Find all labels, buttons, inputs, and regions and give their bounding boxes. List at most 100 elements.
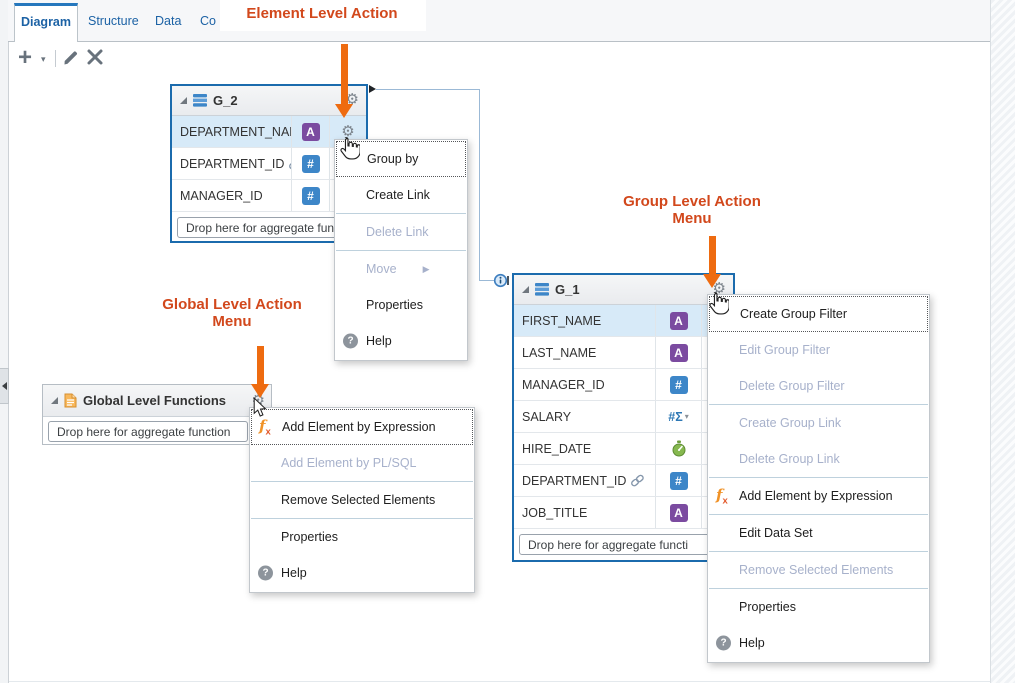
element-name: MANAGER_ID xyxy=(180,188,263,203)
group-level-action-menu-label: Group Level Action Menu xyxy=(600,193,784,227)
element-action-menu: Group by Create Link Delete Link Move ▶ … xyxy=(334,139,468,361)
submenu-arrow-icon: ▶ xyxy=(422,263,430,274)
action-cell xyxy=(701,465,733,496)
menu-item-label: Help xyxy=(366,334,392,348)
menu-item-properties[interactable]: Properties xyxy=(739,600,796,614)
document-icon xyxy=(64,393,77,408)
element-arrow xyxy=(341,44,348,105)
edit-pencil-icon[interactable] xyxy=(62,48,81,67)
global-functions-box[interactable]: Global Level Functions ⚙ Drop here for a… xyxy=(42,384,272,445)
element-level-action-label: Element Level Action xyxy=(246,5,398,22)
element-row-hire-date[interactable]: HIRE_DATE xyxy=(514,433,733,465)
text-type-icon: A xyxy=(669,311,688,330)
element-row-job-title[interactable]: JOB_TITLE A xyxy=(514,497,733,529)
menu-item-create-link[interactable]: Create Link xyxy=(366,188,430,202)
element-name: FIRST_NAME xyxy=(522,313,602,328)
g1-aggregate-dropzone[interactable]: Drop here for aggregate functi xyxy=(519,534,729,555)
g2-aggregate-dropzone[interactable]: Drop here for aggregate func xyxy=(177,217,362,238)
menu-item-move: Move ▶ xyxy=(336,251,466,287)
tab-diagram[interactable]: Diagram xyxy=(14,3,78,42)
number-type-icon: # xyxy=(301,154,320,173)
g1-header[interactable]: G_1 ⚙ xyxy=(514,275,733,305)
left-collapse-button[interactable] xyxy=(0,368,9,404)
element-name: HIRE_DATE xyxy=(522,441,592,456)
element-row-department-id[interactable]: DEPARTMENT_ID # xyxy=(514,465,733,497)
collapse-triangle-icon[interactable] xyxy=(51,397,58,404)
g2-header[interactable]: G_2 ⚙ xyxy=(172,86,366,116)
link-chain-icon xyxy=(631,474,645,487)
g2-header-gear-icon[interactable]: ⚙ xyxy=(345,91,359,108)
text-type-icon: A xyxy=(301,122,320,141)
element-name: JOB_TITLE xyxy=(522,505,588,520)
menu-item-help[interactable]: ? Help xyxy=(336,323,466,359)
menu-item-help[interactable]: ? Help xyxy=(709,625,928,661)
global-arrow xyxy=(257,346,264,385)
pointer-hand-cursor xyxy=(340,137,360,160)
global-header[interactable]: Global Level Functions ⚙ xyxy=(43,385,271,417)
link-info-icon[interactable] xyxy=(493,273,508,288)
element-name: LAST_NAME xyxy=(522,345,597,360)
label-line: Global Level Action xyxy=(162,296,302,313)
tab-data[interactable]: Data xyxy=(155,14,182,28)
element-row-last-name[interactable]: LAST_NAME A xyxy=(514,337,733,369)
delete-x-icon[interactable] xyxy=(86,48,104,66)
menu-item-label: Move xyxy=(366,262,397,276)
action-cell xyxy=(701,369,733,400)
menu-item-add-element-by-expression[interactable]: fx Add Element by Expression xyxy=(709,478,928,514)
element-name: DEPARTMENT_ID xyxy=(522,473,627,488)
collapse-triangle-icon[interactable] xyxy=(180,97,187,104)
menu-separator xyxy=(709,551,928,552)
menu-separator xyxy=(709,588,928,589)
menu-item-edit-data-set[interactable]: Edit Data Set xyxy=(739,526,813,540)
menu-item-group-by[interactable]: Group by xyxy=(336,141,466,177)
element-row-manager-id[interactable]: MANAGER_ID # xyxy=(514,369,733,401)
type-cell: # xyxy=(291,180,329,211)
aggregate-dropdown-caret-icon[interactable]: ▾ xyxy=(684,412,689,421)
label-line: Menu xyxy=(212,313,252,330)
menu-item-add-element-by-expression[interactable]: fx Add Element by Expression xyxy=(251,409,473,445)
action-cell xyxy=(329,148,366,179)
menu-item-properties[interactable]: Properties xyxy=(281,530,338,544)
action-cell xyxy=(701,305,733,336)
g1-title: G_1 xyxy=(555,282,580,297)
global-aggregate-dropzone[interactable]: Drop here for aggregate function xyxy=(48,421,248,442)
collapse-left-icon xyxy=(1,382,7,390)
element-arrow-head xyxy=(335,104,353,118)
element-gear-icon[interactable]: ⚙ xyxy=(341,123,355,140)
group-action-menu: Create Group Filter Edit Group Filter De… xyxy=(707,294,930,663)
menu-item-properties[interactable]: Properties xyxy=(366,298,423,312)
menu-item-delete-link: Delete Link xyxy=(366,225,429,239)
action-cell xyxy=(329,180,366,211)
menu-item-remove-selected-elements: Remove Selected Elements xyxy=(739,563,894,577)
menu-item-create-group-filter[interactable]: Create Group Filter xyxy=(709,296,928,332)
menu-item-delete-group-filter: Delete Group Filter xyxy=(739,379,845,393)
menu-item-label: Help xyxy=(739,636,765,650)
element-row-first-name[interactable]: FIRST_NAME A xyxy=(514,305,733,337)
menu-item-label: Add Element by Expression xyxy=(282,420,436,434)
function-fx-icon: fx xyxy=(259,416,271,438)
action-cell xyxy=(701,433,733,464)
dataset-table-icon xyxy=(193,94,207,107)
menu-item-add-element-by-plsql: Add Element by PL/SQL xyxy=(281,456,417,470)
menu-item-help[interactable]: ? Help xyxy=(251,555,473,591)
element-name: DEPARTMENT_NAME xyxy=(180,124,291,139)
left-splitter[interactable] xyxy=(0,0,9,683)
element-row-department-name[interactable]: DEPARTMENT_NAME A ⚙ xyxy=(172,116,366,148)
menu-item-remove-selected-elements[interactable]: Remove Selected Elements xyxy=(281,493,436,507)
menu-separator xyxy=(709,477,928,478)
tab-structure[interactable]: Structure xyxy=(88,14,139,28)
tab-code[interactable]: Co xyxy=(200,14,216,28)
element-row-department-id[interactable]: DEPARTMENT_ID # xyxy=(172,148,366,180)
element-row-manager-id[interactable]: MANAGER_ID # xyxy=(172,180,366,212)
group-arrow xyxy=(709,236,716,275)
element-name: MANAGER_ID xyxy=(522,377,605,392)
action-cell xyxy=(701,497,733,528)
element-row-salary[interactable]: SALARY #Σ ▾ xyxy=(514,401,733,433)
add-icon[interactable]: + xyxy=(18,44,33,71)
collapse-triangle-icon[interactable] xyxy=(522,286,529,293)
right-splitter[interactable] xyxy=(990,0,1015,683)
help-icon: ? xyxy=(258,565,273,581)
menu-item-label: Add Element by Expression xyxy=(739,489,893,503)
add-dropdown-caret-icon[interactable]: ▾ xyxy=(41,54,46,64)
group-box-g1[interactable]: G_1 ⚙ FIRST_NAME A LAST_NAME A MANAGER_I… xyxy=(512,273,735,562)
